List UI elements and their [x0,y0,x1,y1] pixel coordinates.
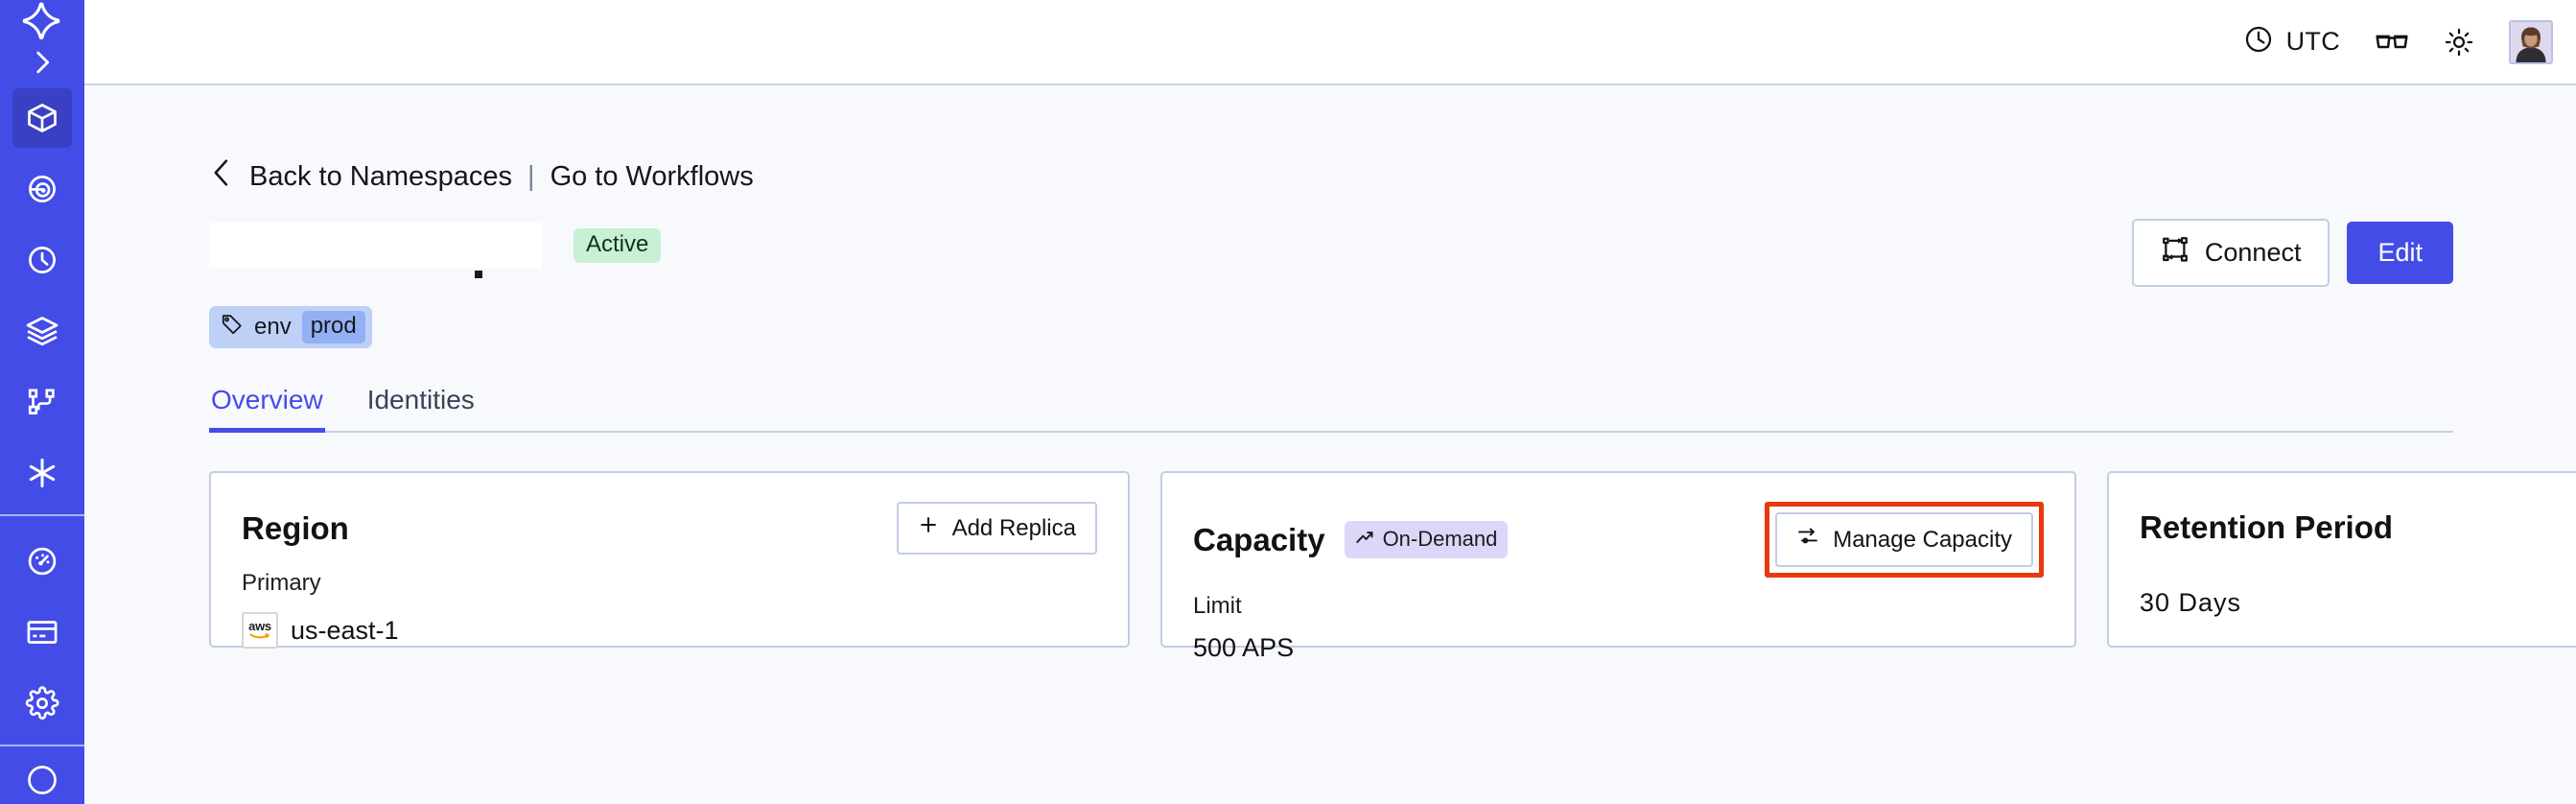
sidebar-secondary-group [12,526,72,739]
page-content: Back to Namespaces | Go to Workflows Act… [84,85,2576,804]
sidebar-item-settings[interactable] [12,674,72,733]
aws-logo-text: aws [248,619,271,633]
help-circle-icon [25,763,59,797]
sidebar-item-history[interactable] [12,230,72,290]
overview-cards: Region Add Replica [209,471,2576,661]
region-card: Region Add Replica [209,471,1130,649]
tag-value: prod [301,311,365,343]
tab-identities[interactable]: Identities [366,385,475,414]
on-demand-badge: On-Demand [1344,521,1509,558]
timezone-selector[interactable]: UTC [2243,24,2340,59]
connect-button-label: Connect [2204,238,2302,267]
sidebar-primary-group [12,83,72,508]
aws-logo-icon: aws [242,612,278,649]
namespace-tabs: Overview Identities [209,385,2453,433]
content-inner: Back to Namespaces | Go to Workflows Act… [84,157,2576,661]
top-header-bar: UTC [84,0,2576,85]
breadcrumb: Back to Namespaces | Go to Workflows [209,157,2453,196]
user-avatar[interactable] [2509,19,2553,64]
connect-flow-icon [2161,235,2190,271]
manage-capacity-label: Manage Capacity [1833,526,2012,553]
eye-icon [25,172,59,206]
asterisk-icon [24,455,60,491]
capacity-limit-value: 500 APS [1193,633,1295,662]
glasses-icon[interactable] [2375,28,2409,57]
sidebar-item-help[interactable] [12,762,72,798]
gauge-icon [25,544,59,579]
sidebar-item-schedules[interactable] [12,372,72,432]
breadcrumb-workflows-link[interactable]: Go to Workflows [550,160,754,192]
breadcrumb-separator: | [527,160,535,192]
main-area: UTC [84,0,2576,804]
retention-card-header: Retention Period [2140,502,2576,552]
sidebar-expand-button[interactable] [0,42,84,83]
sidebar-divider-top [0,513,84,516]
title-descender-mark [475,271,482,278]
namespace-actions: Connect Edit [2131,219,2453,287]
timer-icon [25,243,59,277]
namespace-title-row: Active [209,219,2453,287]
retention-card: Retention Period 30 Days [2107,471,2576,648]
capacity-card: Capacity On-Demand [1160,471,2076,661]
region-card-title: Region [242,510,349,546]
main-sidebar [0,0,84,804]
chevron-left-icon[interactable] [209,157,234,196]
retention-value: 30 Days [2140,588,2242,617]
manage-capacity-highlight: Manage Capacity [1765,502,2044,578]
sidebar-item-batch[interactable] [12,301,72,361]
namespace-tags: env prod [209,306,2453,348]
tag-key: env [254,313,292,340]
on-demand-label: On-Demand [1382,527,1498,551]
cube-icon [25,101,59,135]
tag-chip-env[interactable]: env prod [209,306,372,348]
capacity-limit-label: Limit [1193,593,1242,619]
credit-card-icon [25,615,59,650]
plus-icon [918,514,939,542]
namespace-title-group: Active [209,223,2132,278]
tag-icon [221,313,244,343]
sidebar-item-nexus[interactable] [12,443,72,503]
capacity-card-title: Capacity [1193,522,1325,557]
add-replica-label: Add Replica [951,514,1076,541]
schedule-icon [26,386,59,418]
edit-button[interactable]: Edit [2347,222,2453,284]
retention-card-title: Retention Period [2140,508,2394,545]
region-card-header: Region Add Replica [242,502,1097,555]
region-value: us-east-1 [291,615,399,645]
manage-capacity-button[interactable]: Manage Capacity [1775,512,2033,567]
capacity-card-header: Capacity On-Demand [1193,502,2044,578]
edit-button-label: Edit [2377,238,2423,267]
sidebar-divider-bottom [0,744,84,746]
connect-button[interactable]: Connect [2131,219,2330,287]
header-actions: UTC [2243,19,2553,64]
sidebar-item-namespaces[interactable] [12,87,72,148]
region-value-row: aws us-east-1 [242,612,1097,649]
status-badge: Active [574,228,662,263]
clock-icon [2243,24,2274,59]
capacity-card-actions: Manage Capacity [1765,502,2044,578]
add-replica-button[interactable]: Add Replica [896,502,1097,555]
tab-overview[interactable]: Overview [209,385,325,433]
region-card-actions: Add Replica [896,502,1097,555]
sidebar-item-billing[interactable] [12,603,72,662]
layers-icon [25,314,59,348]
sliders-icon [1796,525,1819,555]
trend-up-icon [1354,527,1375,552]
gear-icon [25,686,59,721]
page-title [209,223,542,269]
temporal-star-logo-icon[interactable] [0,0,84,42]
region-primary-label: Primary [242,570,321,596]
sidebar-item-observe[interactable] [12,159,72,219]
timezone-label: UTC [2285,27,2340,56]
breadcrumb-back-link[interactable]: Back to Namespaces [249,160,513,192]
sidebar-item-usage[interactable] [12,532,72,591]
sun-icon[interactable] [2444,27,2474,58]
